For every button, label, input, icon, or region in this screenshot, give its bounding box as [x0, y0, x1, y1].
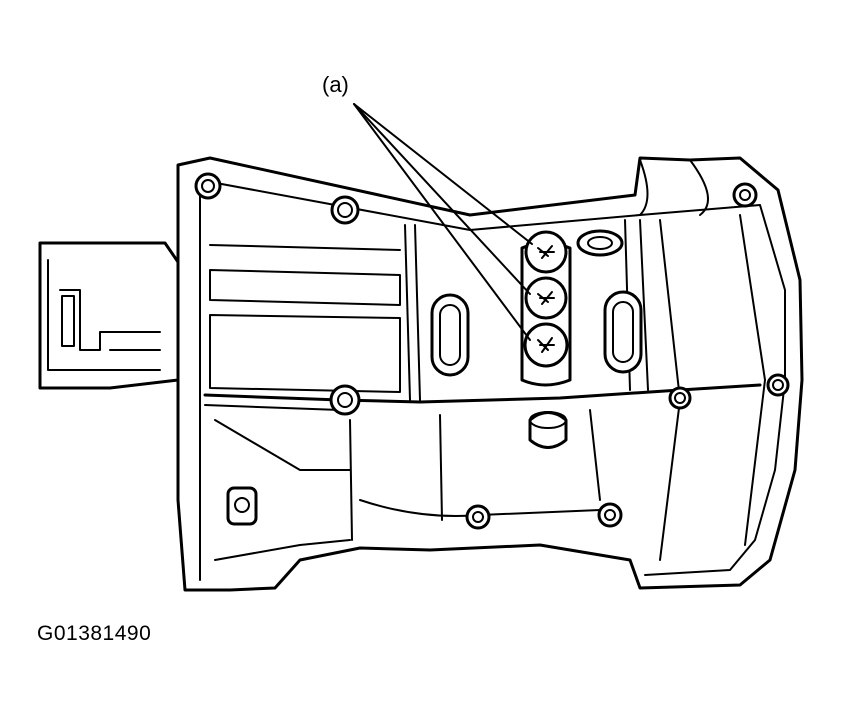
bolts-a [520, 230, 572, 387]
inspection-windows [430, 290, 643, 377]
figure-id: G01381490 [37, 622, 152, 645]
callout-label-a: (a) [322, 72, 349, 97]
left-flange [38, 241, 180, 390]
housing-bosses [194, 172, 790, 530]
callout-leaders [353, 103, 533, 341]
ports [528, 229, 624, 449]
housing-outline [176, 156, 804, 592]
